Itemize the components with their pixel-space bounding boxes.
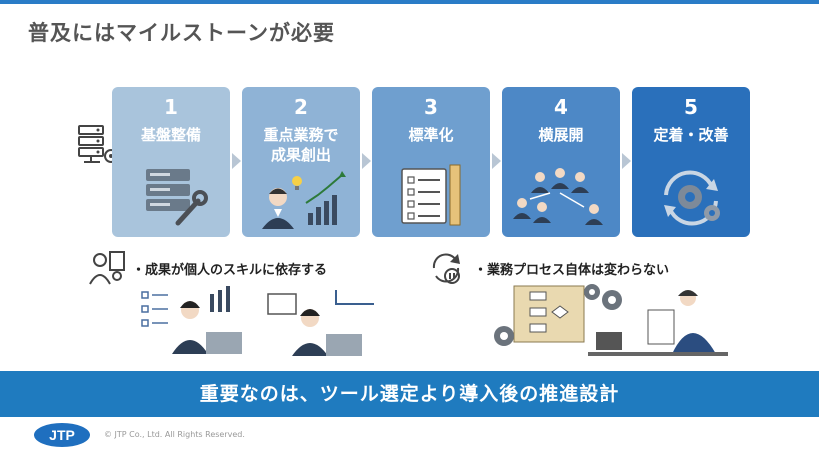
right-illustration-process	[494, 284, 728, 356]
step-4-card: 4 横展開	[502, 87, 620, 237]
step-3-number: 3	[424, 95, 438, 119]
note-right-text: ・業務プロセス自体は変わらない	[474, 263, 670, 278]
note-left-text: ・成果が個人のスキルに依存する	[132, 263, 328, 278]
cycle-gears-icon	[664, 170, 720, 226]
person-certificate-icon	[89, 251, 125, 285]
step-2-number: 2	[294, 95, 308, 119]
copyright-text: © JTP Co., Ltd. All Rights Reserved.	[104, 430, 245, 439]
step-1-number: 1	[164, 95, 178, 119]
step-arrow-2	[362, 153, 371, 169]
left-illustration-workers	[141, 286, 374, 356]
step-4-number: 4	[554, 95, 568, 119]
step-5-label: 定着・改善	[653, 126, 729, 144]
step-5-number: 5	[684, 95, 698, 119]
step-4-label: 横展開	[538, 126, 584, 144]
step-arrow-4	[622, 153, 631, 169]
cycle-pause-icon	[432, 253, 460, 284]
step-2-label: 重点業務で 成果創出	[263, 126, 339, 164]
step-3-card: 3 標準化	[372, 87, 490, 237]
company-logo-text: JTP	[49, 427, 75, 443]
company-logo: JTP	[34, 423, 90, 447]
checklist-ruler-icon	[401, 164, 461, 226]
step-2-card: 2 重点業務で 成果創出	[242, 87, 360, 237]
step-1-card: 1 基盤整備	[112, 87, 230, 237]
step-arrow-1	[232, 153, 241, 169]
step-arrow-3	[492, 153, 501, 169]
step-5-card: 5 定着・改善	[632, 87, 750, 237]
top-accent-bar	[0, 0, 819, 4]
server-wrench-icon	[146, 169, 208, 226]
footer: JTP © JTP Co., Ltd. All Rights Reserved.	[0, 417, 819, 458]
page-title: 普及にはマイルストーンが必要	[28, 21, 335, 45]
people-network-icon	[513, 168, 603, 225]
banner-text: 重要なのは、ツール選定より導入後の推進設計	[199, 383, 620, 405]
step-1-label: 基盤整備	[140, 126, 201, 144]
bottom-message-banner: 重要なのは、ツール選定より導入後の推進設計	[0, 371, 819, 417]
person-growth-chart-icon	[262, 171, 346, 229]
step-3-label: 標準化	[408, 126, 454, 144]
